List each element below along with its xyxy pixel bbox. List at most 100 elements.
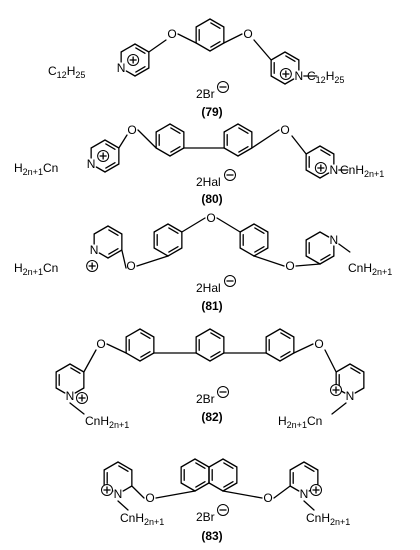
ring-bond [209,42,225,52]
biphenyl-ring-right [223,123,253,157]
ring-bond [107,225,123,235]
ether-bond [291,135,307,155]
ring-bond [125,352,141,362]
ring-bond [284,78,295,85]
ring-bond [167,223,183,233]
ring-bond [208,482,224,492]
ring-bond [155,147,171,157]
oxygen-atom: O [285,259,294,273]
nitrogen-atom: N [87,157,96,171]
ether-bond [324,349,337,373]
ring-bond [335,363,351,373]
pyridinium-ring-right [305,231,335,265]
nitrogen-charge [97,150,110,162]
oxygen-atom: O [145,491,154,505]
aryl-ring-right [239,223,269,257]
ether-bond [121,249,127,269]
compound-label: (80) [201,192,222,206]
alkyl-chain-right: CnH2n+1 [348,261,392,277]
alkyl-chain-right: CnH2n+1 [340,163,384,179]
ring-double-bond [238,127,249,134]
compound-label: (83) [201,529,222,543]
ring-bond [139,352,155,362]
oxygen-atom: O [96,337,105,351]
oxygen-atom: O [167,27,176,41]
ring-bond [237,147,253,157]
terphenyl-ring-center [195,328,225,362]
oxygen-atom: O [314,337,323,351]
ring-double-bond [140,351,151,358]
ring-double-bond [108,229,119,236]
ring-bond [122,485,133,492]
nitrogen-atom: N [90,243,99,257]
ring-bond [134,67,150,77]
ether-bond [222,490,263,499]
ring-double-bond [254,246,265,253]
ring-bond [279,352,295,362]
ring-double-bond [280,332,291,339]
naphthalene-ring-right [208,458,238,492]
ring-bond [194,482,210,492]
ring-double-bond [210,22,221,29]
compound-label: (79) [201,105,222,119]
ring-bond [167,247,183,257]
oxygen-atom: O [206,211,215,225]
ring-double-bond [140,332,151,339]
ring-bond [194,458,210,468]
pyridinium-ring-right [305,145,335,179]
ring-bond [319,145,335,155]
ring-bond [134,43,150,53]
ring-double-bond [223,481,234,488]
nitrogen-charge [76,392,88,404]
alkyl-chain-left: CnH2n+1 [85,414,129,430]
n-alkyl-bond [338,243,351,253]
ether-bond [295,263,321,267]
ring-bond [253,247,269,257]
oxygen-atom: O [280,123,289,137]
pyridinium-ring-left [90,139,120,173]
ring-bond [98,252,109,259]
ring-bond [55,387,66,394]
ring-bond [155,123,171,133]
ring-bond [90,139,106,149]
nitrogen-charge [86,260,99,272]
ring-bond [195,42,211,52]
n-alkyl-bond [303,500,315,511]
nitrogen-atom: N [330,233,339,247]
ring-bond [104,139,120,149]
nitrogen-atom: N [114,487,123,501]
ring-bond [139,328,155,338]
ether-bond [293,343,314,354]
ring-double-bond [223,462,234,469]
ring-bond [289,461,305,471]
counterion-label: 2Br [196,392,215,406]
ring-bond [239,223,255,233]
ring-bond [319,231,330,238]
ring-bond [209,328,225,338]
alkyl-chain-left: C12H25 [48,64,85,80]
counterion-charge [217,81,229,93]
ring-double-bond [350,367,361,374]
nitrogen-charge [101,484,113,496]
ring-bond [222,458,238,468]
counterion-label: 2Br [196,510,215,524]
ether-bond [253,255,285,267]
counterion-charge [217,386,229,398]
nitrogen-atom: N [300,487,309,501]
ring-bond [279,328,295,338]
compound-label: (82) [201,410,222,424]
counterion-charge [224,275,236,287]
nitrogen-charge [310,484,322,496]
ether-bond [148,39,167,53]
ether-bond [223,33,243,44]
ring-bond [265,328,281,338]
ring-bond [222,482,238,492]
ring-double-bond [195,462,206,469]
ring-double-bond [210,332,221,339]
alkyl-chain-left: H2n+1Cn [14,161,58,177]
ring-double-bond [170,127,181,134]
ring-double-bond [70,367,81,374]
